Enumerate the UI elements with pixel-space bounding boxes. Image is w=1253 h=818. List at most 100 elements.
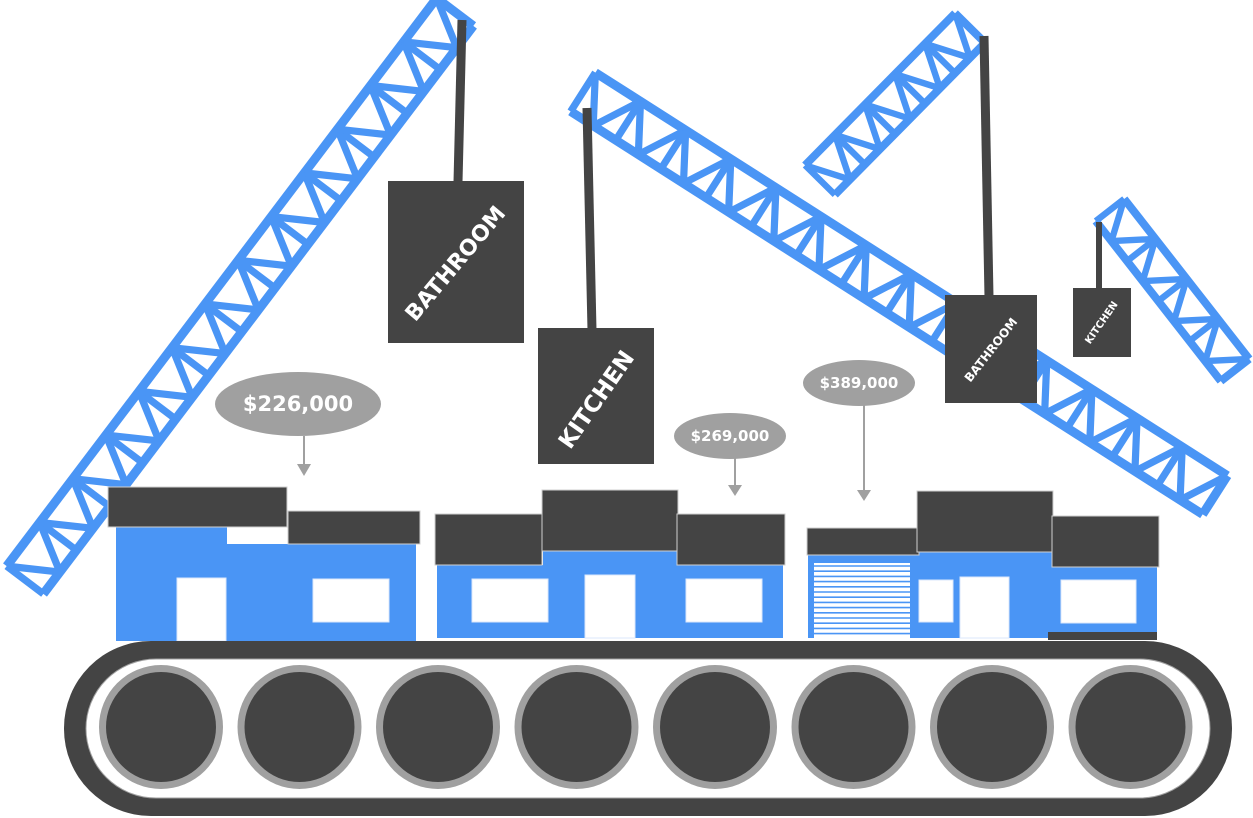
arrow-down-icon: [857, 490, 871, 501]
conveyor-wheel: [1075, 672, 1186, 782]
boom-strut: [401, 38, 443, 73]
house-door: [959, 576, 1010, 639]
boom-brace: [370, 81, 425, 95]
conveyor-track: [85, 658, 1211, 799]
boom-brace: [905, 273, 915, 328]
boom-strut: [612, 99, 644, 143]
boom-brace: [1202, 317, 1221, 363]
house-roof: [287, 510, 421, 545]
boom-brace: [237, 256, 292, 270]
boom-strut: [368, 82, 410, 117]
boom-brace: [234, 258, 262, 312]
boom-brace: [171, 344, 226, 358]
boom-strut: [335, 126, 377, 160]
boom-brace: [1139, 237, 1159, 283]
boom-strut: [37, 519, 79, 554]
boom-brace: [1142, 275, 1187, 285]
boom-brace: [832, 133, 853, 181]
price-label: $226,000: [243, 392, 353, 416]
arrow-down-icon: [297, 464, 311, 476]
house-window: [312, 578, 390, 623]
boom-brace: [864, 101, 911, 122]
boom-brace: [204, 300, 259, 314]
boom-strut: [103, 432, 145, 466]
boom-brace: [138, 387, 193, 401]
boom-strut: [433, 0, 477, 30]
boom-strut: [1154, 444, 1186, 488]
boom-strut: [1218, 355, 1252, 385]
boom-strut: [1064, 387, 1095, 430]
boom-brace: [337, 125, 392, 139]
boom-brace: [303, 169, 358, 183]
arrow-down-icon: [728, 485, 742, 496]
boom-brace: [862, 270, 914, 302]
house-wall: [543, 550, 677, 570]
house-window: [1060, 579, 1137, 624]
conveyor-wheel: [106, 672, 216, 782]
boom-brace: [135, 389, 163, 443]
house-roof: [1051, 515, 1160, 568]
garage-door-panel: [814, 563, 910, 638]
price-bubble-house-1: $226,000: [215, 372, 381, 476]
boom-brace: [1131, 417, 1141, 472]
boom-rail: [3, 0, 441, 569]
boom-brace: [772, 213, 823, 245]
boom-brace: [834, 131, 881, 153]
boom-brace: [1176, 446, 1186, 501]
boom-brace: [804, 162, 851, 183]
boom-brace: [6, 562, 61, 576]
boom-brace: [105, 431, 160, 445]
price-label: $269,000: [691, 427, 770, 445]
price-bubble-house-3: $389,000: [803, 360, 915, 501]
house-roof: [434, 513, 543, 566]
boom-brace: [922, 42, 943, 90]
boom-strut: [136, 388, 178, 422]
boom-brace: [1108, 197, 1128, 243]
crate-bathroom-large: BATHROOM: [388, 181, 524, 343]
boom-strut: [793, 214, 825, 258]
house-3: [806, 490, 1160, 640]
boom-strut: [883, 272, 915, 315]
house-roof: [107, 486, 288, 528]
garage-door: [814, 563, 910, 638]
boom-brace: [725, 158, 735, 213]
crane-boom-left: [3, 0, 477, 597]
boom-strut: [1198, 473, 1232, 517]
boom-brace: [1133, 443, 1184, 475]
conveyor-wheel: [521, 672, 632, 782]
boom-brace: [860, 245, 870, 299]
boom-brace: [400, 40, 428, 93]
boom-brace: [894, 71, 941, 92]
conveyor-wheel: [383, 672, 493, 782]
conveyor-wheel: [660, 672, 770, 782]
boom-brace: [1088, 414, 1139, 446]
crane-cable-kitchen-large: [582, 107, 597, 331]
boom-strut: [202, 301, 244, 335]
boom-brace: [1111, 235, 1156, 245]
boom-brace: [591, 98, 643, 129]
boom-strut: [169, 344, 211, 379]
boom-brace: [69, 477, 97, 530]
crane-boom-far-right: [1092, 196, 1253, 385]
boom-strut: [4, 563, 46, 597]
boom-strut: [269, 213, 311, 248]
house-roof: [541, 489, 679, 552]
boom-brace: [1042, 386, 1094, 417]
boom-brace: [862, 103, 883, 151]
boom-strut: [70, 475, 112, 510]
house-window: [471, 578, 549, 623]
boom-brace: [39, 518, 94, 532]
price-bubble-house-2: $269,000: [674, 413, 786, 496]
boom-strut: [1156, 276, 1189, 304]
boom-strut: [236, 257, 278, 291]
boom-strut: [1125, 236, 1158, 264]
house-door: [584, 574, 636, 639]
price-label: $389,000: [820, 374, 899, 392]
boom-rail: [802, 10, 958, 169]
boom-strut: [657, 128, 689, 171]
house-2: [434, 489, 786, 639]
crate-kitchen-small: KITCHEN: [1073, 288, 1131, 357]
boom-brace: [726, 184, 778, 216]
boom-strut: [567, 70, 599, 114]
